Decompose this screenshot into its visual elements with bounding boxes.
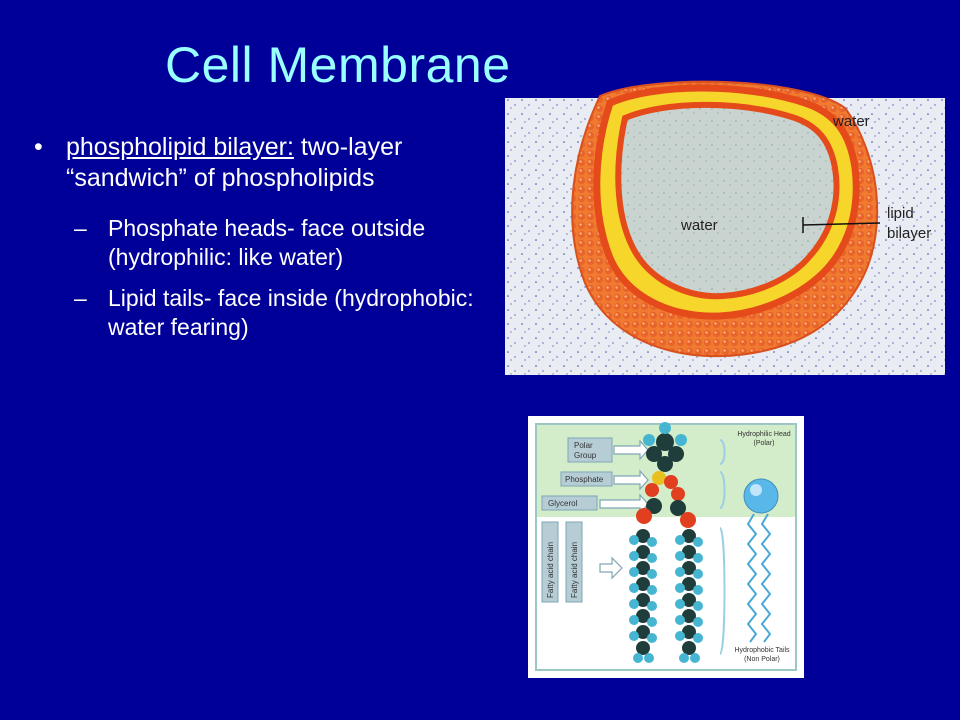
label-polar-group: Polar	[574, 441, 593, 450]
polar-group-box	[567, 437, 613, 463]
tail-line-2	[760, 513, 772, 643]
tail-line-1	[746, 513, 758, 643]
label-bilayer: bilayer	[887, 225, 931, 242]
label-glycerol: Glycerol	[548, 499, 578, 508]
sub-bullet-dash: –	[74, 285, 87, 311]
phospholipid-diagram: Polar Group Phosphate Glycerol Fatty aci…	[528, 416, 804, 678]
bullet-term: phospholipid bilayer:	[66, 133, 294, 161]
vesicle-illustration: water water lipid bilayer	[505, 80, 945, 375]
label-fatty-acid-1: Fatty acid chain	[546, 542, 555, 598]
label-lipid: lipid	[887, 205, 914, 222]
label-phosphate: Phosphate	[565, 475, 604, 484]
sub-bullet-2: – Lipid tails- face inside (hydrophobic:…	[34, 284, 474, 342]
head-sphere	[743, 478, 779, 514]
sub-bullet-dash: –	[74, 215, 87, 241]
label-fatty-acid-2: Fatty acid chain	[570, 542, 579, 598]
sub-bullet-text: Lipid tails- face inside (hydrophobic: w…	[108, 285, 474, 340]
sub-bullet-text: Phosphate heads- face outside (hydrophil…	[108, 215, 426, 270]
label-water-outside: water	[832, 113, 870, 130]
molecule-head	[636, 422, 696, 528]
phosphate-box	[560, 471, 613, 487]
label-water-inside: water	[680, 217, 718, 234]
bullet-list: • phospholipid bilayer: two-layer “sandw…	[34, 132, 474, 342]
molecule-tails	[629, 529, 703, 663]
sub-bullet-1: – Phosphate heads- face outside (hydroph…	[34, 214, 474, 272]
label-hydrophobic-tails-2: (Non Polar)	[744, 656, 780, 663]
label-pointer-line	[802, 222, 881, 226]
bullet-main: • phospholipid bilayer: two-layer “sandw…	[34, 132, 474, 194]
label-hydrophilic-head: Hydrophilic Head	[737, 431, 790, 438]
arrow-phosphate	[613, 469, 649, 491]
arrow-chains	[599, 556, 623, 580]
label-hydrophobic-tails: Hydrophobic Tails	[734, 647, 790, 654]
inner-cavity	[615, 101, 840, 300]
bullet-main-text: two-layer “sandwich” of phospholipids	[66, 133, 403, 192]
schematic-phospholipid	[719, 439, 779, 655]
glycerol-box	[541, 495, 598, 511]
label-polar-group-2: Group	[574, 451, 597, 460]
bullet-dot: •	[34, 133, 43, 161]
slide-title: Cell Membrane	[165, 37, 511, 93]
arrow-polar	[613, 439, 649, 461]
label-hydrophilic-head-2: (Polar)	[753, 440, 774, 447]
